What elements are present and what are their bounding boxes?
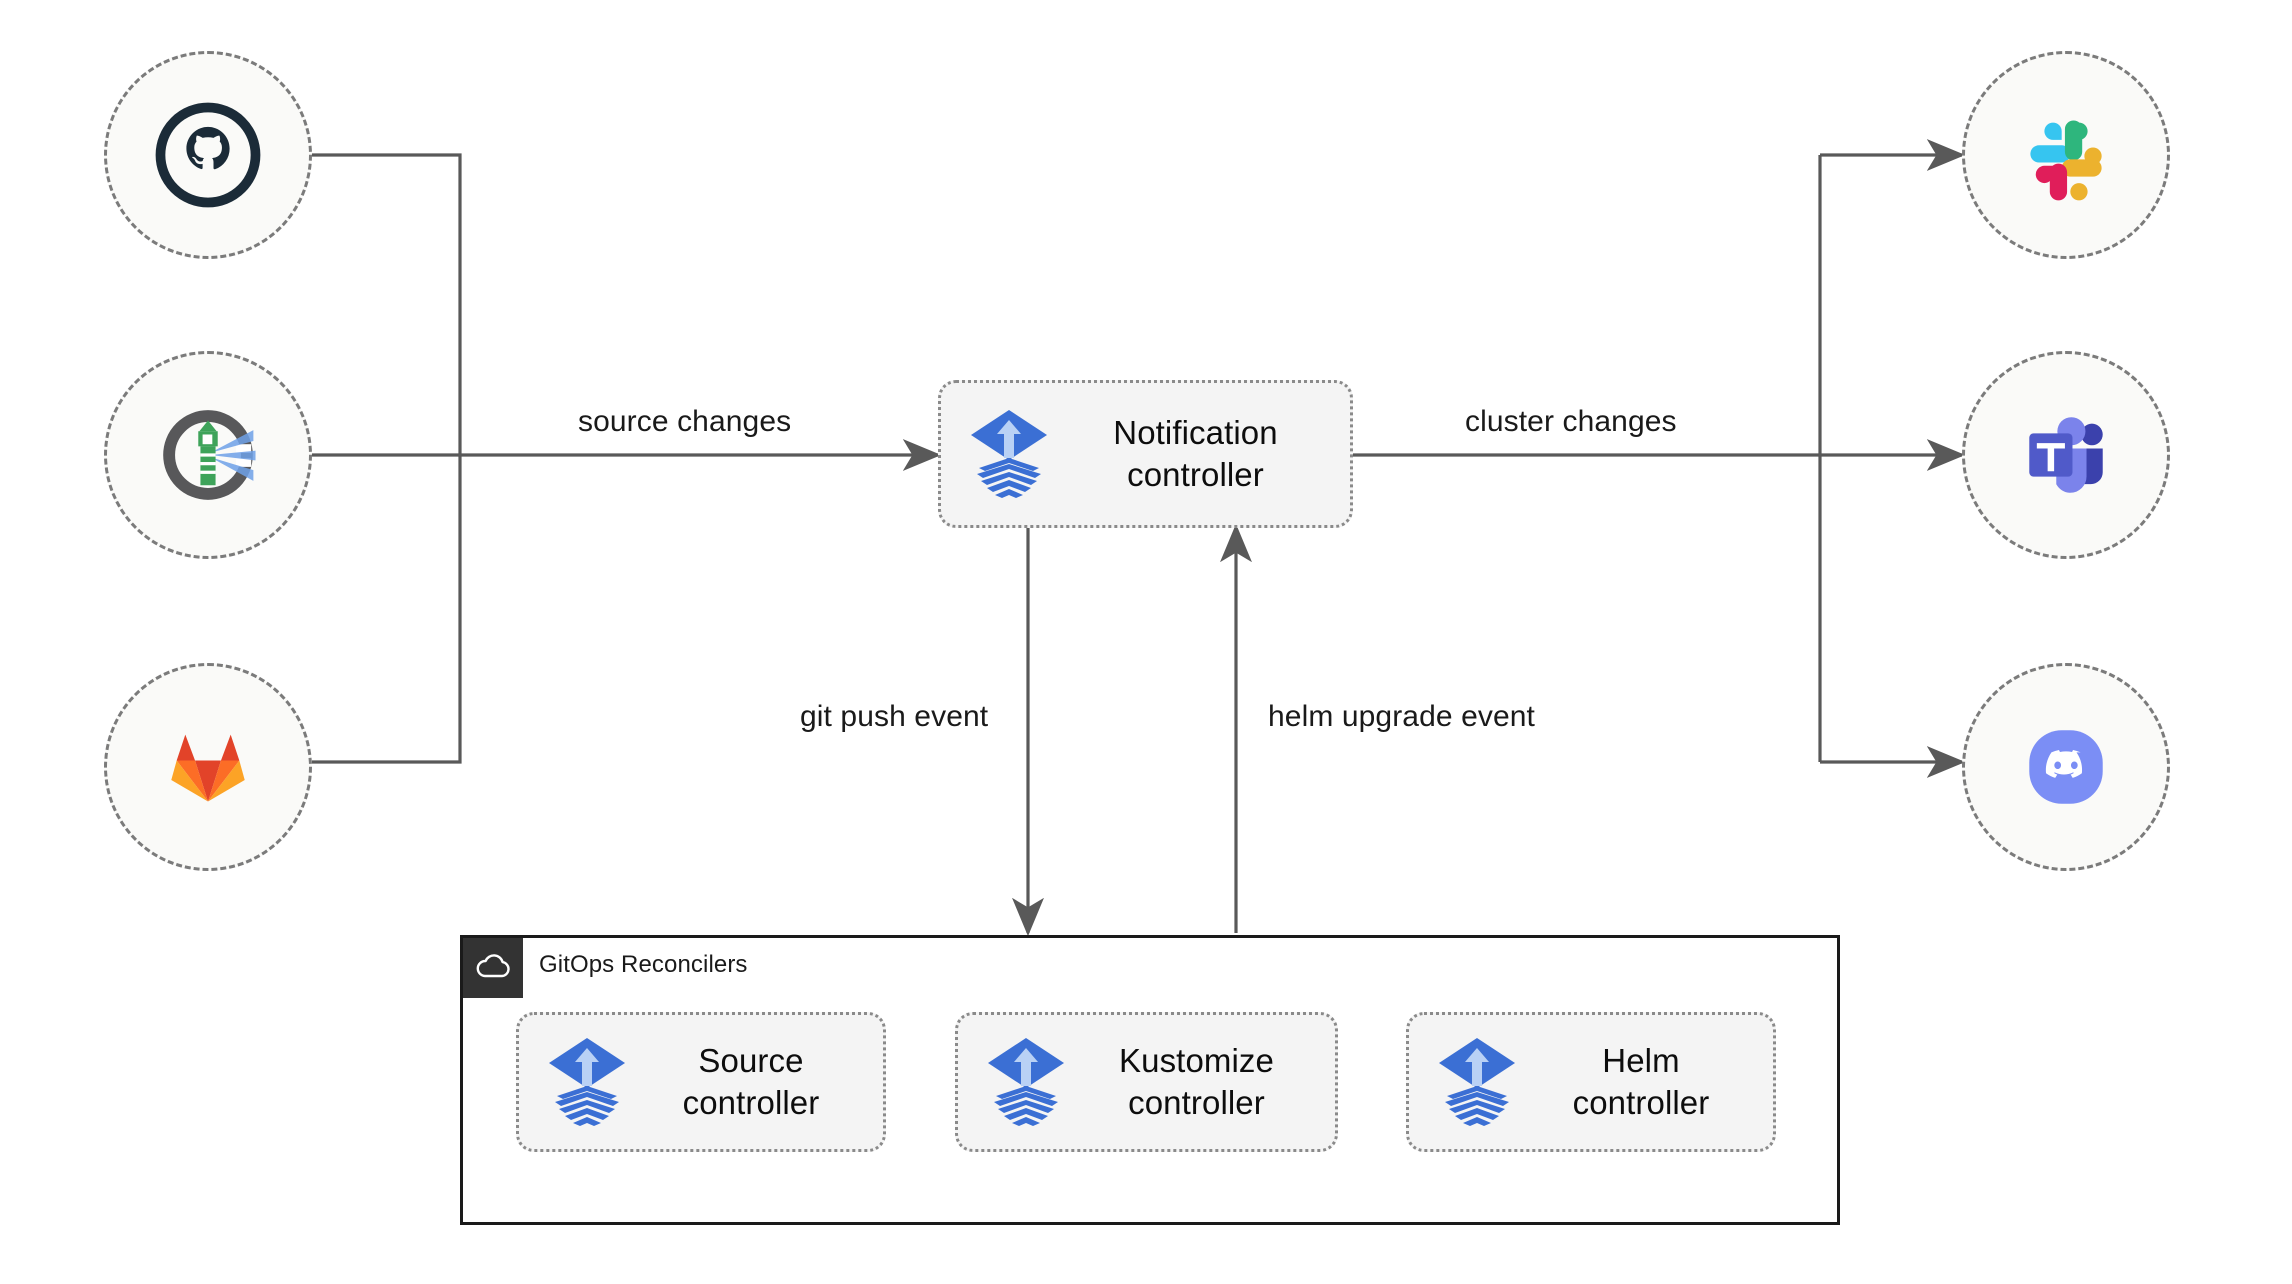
edge-label-cluster-changes: cluster changes [1465,405,1677,438]
kustomize-label-line2: controller [1128,1084,1265,1121]
cloud-icon [476,954,510,978]
flux-logo-icon [988,1038,1064,1126]
group-title: GitOps Reconcilers [539,951,748,978]
notification-controller-label: Notification controller [1051,412,1350,496]
source-label-line2: controller [682,1084,820,1121]
kustomize-controller-node[interactable]: Kustomize controller [955,1012,1338,1152]
microsoft-teams-icon [2029,417,2103,493]
edge-label-git-push-event: git push event [800,700,989,733]
helm-controller-label: Helm controller [1519,1040,1773,1124]
source-node-flagger[interactable] [104,351,312,559]
flagger-lighthouse-icon [163,410,256,500]
edge-label-source-changes: source changes [578,405,792,438]
source-controller-label: Source controller [629,1040,883,1124]
notification-controller-node[interactable]: Notification controller [938,380,1353,528]
flux-logo-icon [549,1038,625,1126]
target-node-microsoft-teams[interactable] [1962,351,2170,559]
source-node-gitlab[interactable] [104,663,312,871]
flux-logo-icon [971,410,1047,498]
source-controller-node[interactable]: Source controller [516,1012,886,1152]
group-tab [463,938,523,998]
slack-icon [2030,120,2102,201]
source-label-line1: Source [698,1041,804,1079]
source-node-github[interactable] [104,51,312,259]
helm-label-line2: controller [1572,1084,1710,1121]
edge-label-helm-upgrade-event: helm upgrade event [1268,700,1535,733]
notification-label-line1: Notification [1113,413,1278,451]
github-icon [155,102,261,208]
helm-label-line1: Helm [1602,1041,1680,1079]
target-node-discord[interactable] [1962,663,2170,871]
target-node-slack[interactable] [1962,51,2170,259]
helm-controller-node[interactable]: Helm controller [1406,1012,1776,1152]
gitlab-icon [171,734,245,802]
notification-label-line2: controller [1127,456,1264,493]
kustomize-label-line1: Kustomize [1119,1041,1274,1079]
kustomize-controller-label: Kustomize controller [1068,1040,1335,1124]
flux-logo-icon [1439,1038,1515,1126]
discord-icon [2029,730,2103,804]
